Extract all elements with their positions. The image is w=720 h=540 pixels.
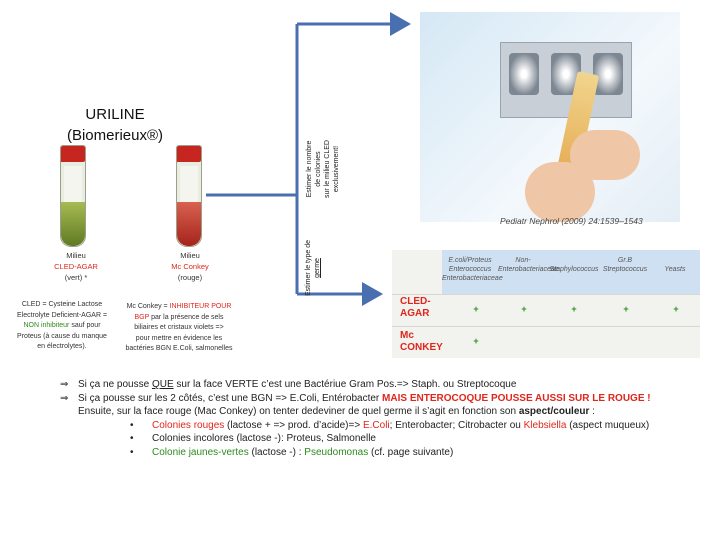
col-header: Yeasts — [664, 266, 686, 273]
sub-bullet: •Colonies rouges (lactose + => prod. d’a… — [130, 419, 650, 431]
row-label-mcconkey: Mc CONKEY — [400, 330, 443, 353]
sub-bullet: •Colonies incolores (lactose -): Proteus… — [130, 433, 376, 444]
col-header: E.coli/Proteus Enterococcus Enterobacter… — [442, 257, 503, 282]
table-cell: + — [473, 304, 479, 314]
estimate-type-note: Estimer le type de germe — [305, 239, 321, 296]
table-cell: + — [673, 304, 679, 314]
sub-bullet: •Colonie jaunes-vertes (lactose -) : Pse… — [130, 446, 454, 458]
cled-medium-label: Milieu CLED-AGAR (vert) * — [54, 251, 98, 282]
bullet-line: ⇒Si ça pousse sur les 2 côtés, c’est une… — [60, 392, 651, 404]
row-label-cled: CLED- AGAR — [400, 296, 431, 319]
col-header: Non-Enterobacteriaceae — [498, 257, 559, 273]
results-table: E.coli/Proteus Enterococcus Enterobacter… — [392, 250, 700, 358]
mcconkey-medium-label: Milieu Mc Conkey (rouge) — [171, 251, 209, 282]
table-cell: + — [571, 304, 577, 314]
table-header: E.coli/Proteus Enterococcus Enterobacter… — [442, 250, 700, 294]
col-header: Gr.B Streptococcus — [602, 257, 648, 273]
bullet-line: Ensuite, sur la face rouge (Mac Conkey) … — [78, 406, 595, 417]
cled-tube-image — [60, 145, 86, 247]
table-cell: + — [623, 304, 629, 314]
estimate-count-note: Estimer le nombre de colonies sur le mil… — [306, 140, 340, 198]
explanation-bullets: ⇒Si ça ne pousse QUE sur la face VERTE c… — [60, 378, 710, 459]
mcconkey-tube-image — [176, 145, 202, 247]
bullet-line: ⇒Si ça ne pousse QUE sur la face VERTE c… — [60, 379, 517, 390]
table-cell: + — [521, 304, 527, 314]
uriline-photo — [420, 12, 680, 222]
mcconkey-description: Mc Conkey = INHIBITEUR POUR BGP par la p… — [125, 303, 233, 352]
citation: Pediatr Nephrol (2009) 24:1539–1543 — [500, 216, 643, 226]
col-header: Staphylococcus — [549, 266, 599, 273]
page-title: URILINE (Biomerieux®) — [66, 106, 164, 144]
cled-description: CLED = Cysteine Lactose Electrolyte Defi… — [16, 301, 108, 350]
table-cell: + — [473, 336, 479, 346]
